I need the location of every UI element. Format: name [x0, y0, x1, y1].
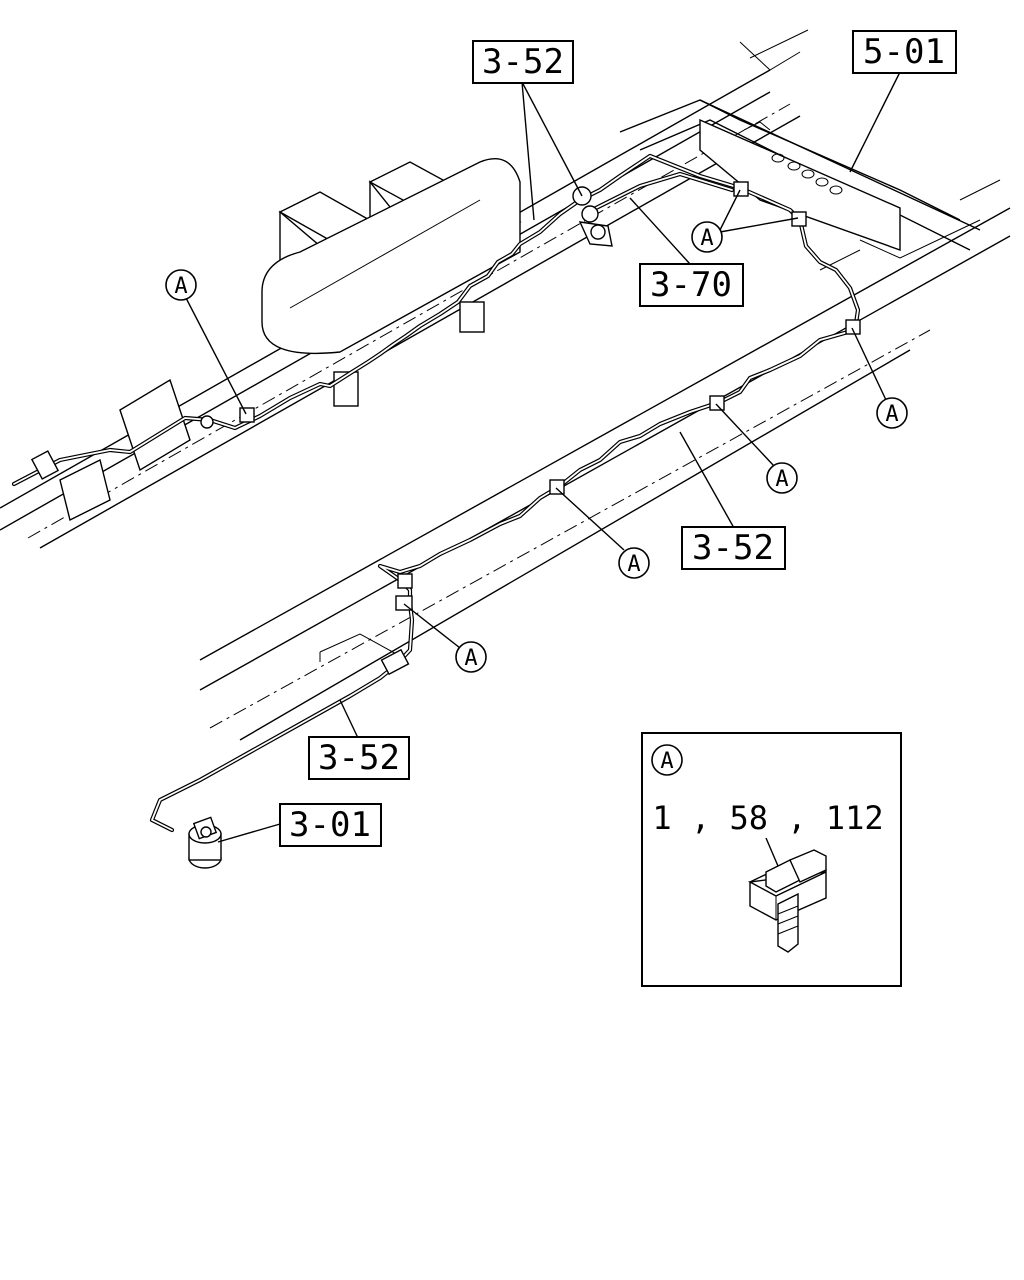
- clip-marker-label: A: [885, 402, 898, 427]
- pipe-clips: [239, 181, 861, 611]
- clip: [845, 319, 861, 335]
- clip-marker-label: A: [627, 552, 640, 577]
- clip: [549, 479, 565, 495]
- clip: [397, 573, 413, 589]
- clip: [709, 395, 725, 411]
- callout-3-52-low: 3-52: [318, 738, 400, 778]
- clip-marker: [165, 269, 197, 301]
- chassis-frame: [0, 29, 1011, 741]
- detail-marker-label: A: [660, 749, 673, 774]
- clip-marker: [766, 462, 798, 494]
- clip-marker: [618, 547, 650, 579]
- callout-box-5-01: [852, 30, 957, 74]
- clip: [239, 407, 255, 423]
- pipe-clip-drawing: [747, 849, 827, 953]
- callout-3-52-top: 3-52: [482, 42, 564, 82]
- detail-marker: [651, 744, 683, 776]
- callout-box-3-70: [639, 263, 744, 307]
- callout-3-01: 3-01: [289, 805, 371, 845]
- clip-markers: A A A A A A: [165, 189, 908, 673]
- callout-box-3-01: [279, 803, 382, 847]
- callout-3-70: 3-70: [650, 265, 732, 305]
- clip-marker: [691, 221, 723, 253]
- callout-box-3-52-low: [308, 736, 410, 780]
- clip-marker: [455, 641, 487, 673]
- callout-3-52-mid: 3-52: [692, 528, 774, 568]
- clip-marker-label: A: [464, 646, 477, 671]
- callout-5-01: 5-01: [863, 32, 945, 72]
- callout-box-3-52-top: [472, 40, 574, 84]
- clip-marker: [876, 397, 908, 429]
- detail-part-numbers: 1 , 58 , 112: [652, 799, 883, 837]
- clip: [733, 181, 749, 197]
- clip-marker-label: A: [700, 226, 713, 251]
- clip-marker-label: A: [174, 274, 187, 299]
- callout-box-3-52-mid: [681, 526, 786, 570]
- brake-valve: [188, 816, 222, 869]
- clip-marker-label: A: [775, 467, 788, 492]
- detail-view-a: A 1 , 58 , 112: [641, 732, 902, 987]
